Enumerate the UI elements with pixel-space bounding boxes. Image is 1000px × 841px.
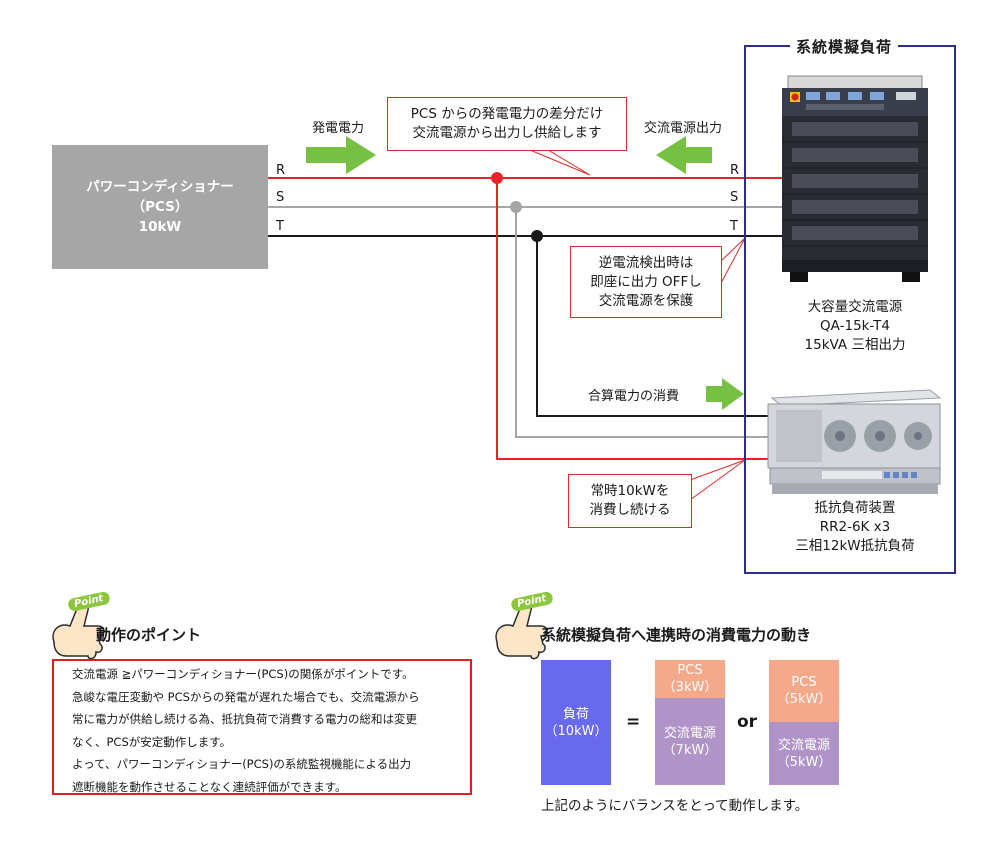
note-line: 急峻な電圧変動や PCSからの発電が遅れた場合でも、交流電源から	[72, 689, 420, 704]
consumption-arrow	[706, 378, 744, 410]
resistive-load-name: 抵抗負荷装置	[814, 500, 896, 516]
constant-callout-pointer	[689, 459, 746, 501]
note-line: 常に電力が供給し続ける為、抵抗負荷で消費する電力の総和は変更	[72, 712, 417, 726]
junction-r	[491, 172, 503, 184]
top-callout-pointer	[529, 149, 591, 176]
case1-pcs-label: PCS	[677, 663, 703, 678]
top-callout: PCS からの発電電力の差分だけ 交流電源から出力し供給します	[387, 97, 627, 151]
gen-power-label: 発電電力	[312, 121, 365, 136]
section1-title: 動作のポイント	[96, 626, 202, 644]
top-callout-line2: 交流電源から出力し供給します	[412, 125, 602, 141]
reverse-callout-pointer	[719, 237, 746, 286]
reverse-callout-line1: 逆電流検出時は	[598, 254, 694, 271]
constant-consumption-callout: 常時10kWを 消費し続ける	[568, 474, 692, 528]
phase-s-left-label: S	[276, 190, 285, 205]
ac-source-name: 大容量交流電源	[807, 299, 903, 315]
phase-t-branch	[536, 236, 770, 417]
ac-source-spec: 15kVA 三相出力	[804, 337, 906, 353]
phase-r-branch	[496, 178, 770, 460]
phase-s-branch	[515, 207, 770, 438]
ac-power-source-image	[782, 75, 928, 282]
reverse-callout-line2: 即座に出力 OFFし	[590, 273, 702, 290]
grid-simulator-title: 系統模擬負荷	[790, 36, 899, 57]
note-line: なく、PCSが安定動作します。	[72, 734, 232, 749]
case2-ac-value: （5kW）	[776, 754, 832, 770]
resistive-load-image	[767, 389, 942, 494]
phase-t-left-label: T	[276, 219, 284, 234]
top-callout-line1: PCS からの発電電力の差分だけ	[410, 106, 604, 122]
junction-s	[510, 201, 522, 213]
constant-callout-line1: 常時10kWを	[590, 483, 670, 499]
ac-source-label: 大容量交流電源 QA-15k-T4 15kVA 三相出力	[780, 298, 930, 355]
resistive-load-model: RR2-6K x3	[819, 519, 891, 535]
equals-sign: =	[626, 712, 641, 732]
case2-ac-bar: 交流電源 （5kW）	[769, 722, 839, 785]
case2-pcs-value: （5kW）	[776, 692, 832, 707]
pcs-capacity: 10kW	[138, 219, 182, 235]
section2-title: 系統模擬負荷へ連携時の消費電力の動き	[541, 626, 812, 644]
resistive-load-label: 抵抗負荷装置 RR2-6K x3 三相12kW抵抗負荷	[775, 499, 935, 556]
case1-ac-value: （7kW）	[662, 742, 718, 758]
constant-callout-line2: 消費し続ける	[589, 502, 671, 518]
phase-r-left-label: R	[276, 163, 286, 178]
load-bar-label: 負荷	[562, 706, 589, 722]
resistive-load-spec: 三相12kW抵抗負荷	[795, 538, 915, 554]
consumption-label: 合算電力の消費	[588, 389, 680, 404]
load-bar-value: （10kW）	[544, 723, 608, 739]
case1-pcs-bar: PCS （3kW）	[655, 660, 725, 698]
gen-power-arrow	[306, 136, 376, 174]
pcs-name: パワーコンディショナー	[86, 179, 234, 195]
case1-ac-label: 交流電源	[663, 725, 716, 741]
phase-t-right-label: T	[730, 219, 738, 234]
pcs-abbrev: （PCS）	[131, 199, 189, 215]
junction-t	[531, 230, 543, 242]
load-bar: 負荷 （10kW）	[541, 660, 611, 785]
ac-output-arrow	[656, 136, 712, 174]
case1-pcs-value: （3kW）	[662, 680, 718, 695]
or-label: or	[737, 712, 758, 732]
phase-s-right-label: S	[730, 190, 739, 205]
ac-output-label: 交流電源出力	[644, 121, 723, 136]
case1-ac-bar: 交流電源 （7kW）	[655, 698, 725, 785]
reverse-callout-line3: 交流電源を保護	[598, 292, 694, 309]
note-line: 遮断機能を動作させることなく連続評価ができます。	[72, 779, 347, 794]
operation-notes-box: 交流電源 ≧パワーコンディショナー(PCS)の関係がポイントです。 急峻な電圧変…	[52, 659, 472, 795]
case2-pcs-label: PCS	[791, 675, 817, 690]
pcs-block: パワーコンディショナー （PCS） 10kW	[52, 145, 268, 269]
reverse-current-callout: 逆電流検出時は 即座に出力 OFFし 交流電源を保護	[570, 246, 722, 318]
balance-note: 上記のようにバランスをとって動作します。	[541, 798, 809, 814]
phase-r-right-label: R	[730, 163, 740, 178]
ac-source-model: QA-15k-T4	[820, 318, 890, 334]
note-line: 交流電源 ≧パワーコンディショナー(PCS)の関係がポイントです。	[72, 667, 414, 681]
case2-pcs-bar: PCS （5kW）	[769, 660, 839, 722]
note-line: よって、パワーコンディショナー(PCS)の系統監視機能による出力	[72, 757, 412, 771]
case2-ac-label: 交流電源	[777, 737, 830, 753]
